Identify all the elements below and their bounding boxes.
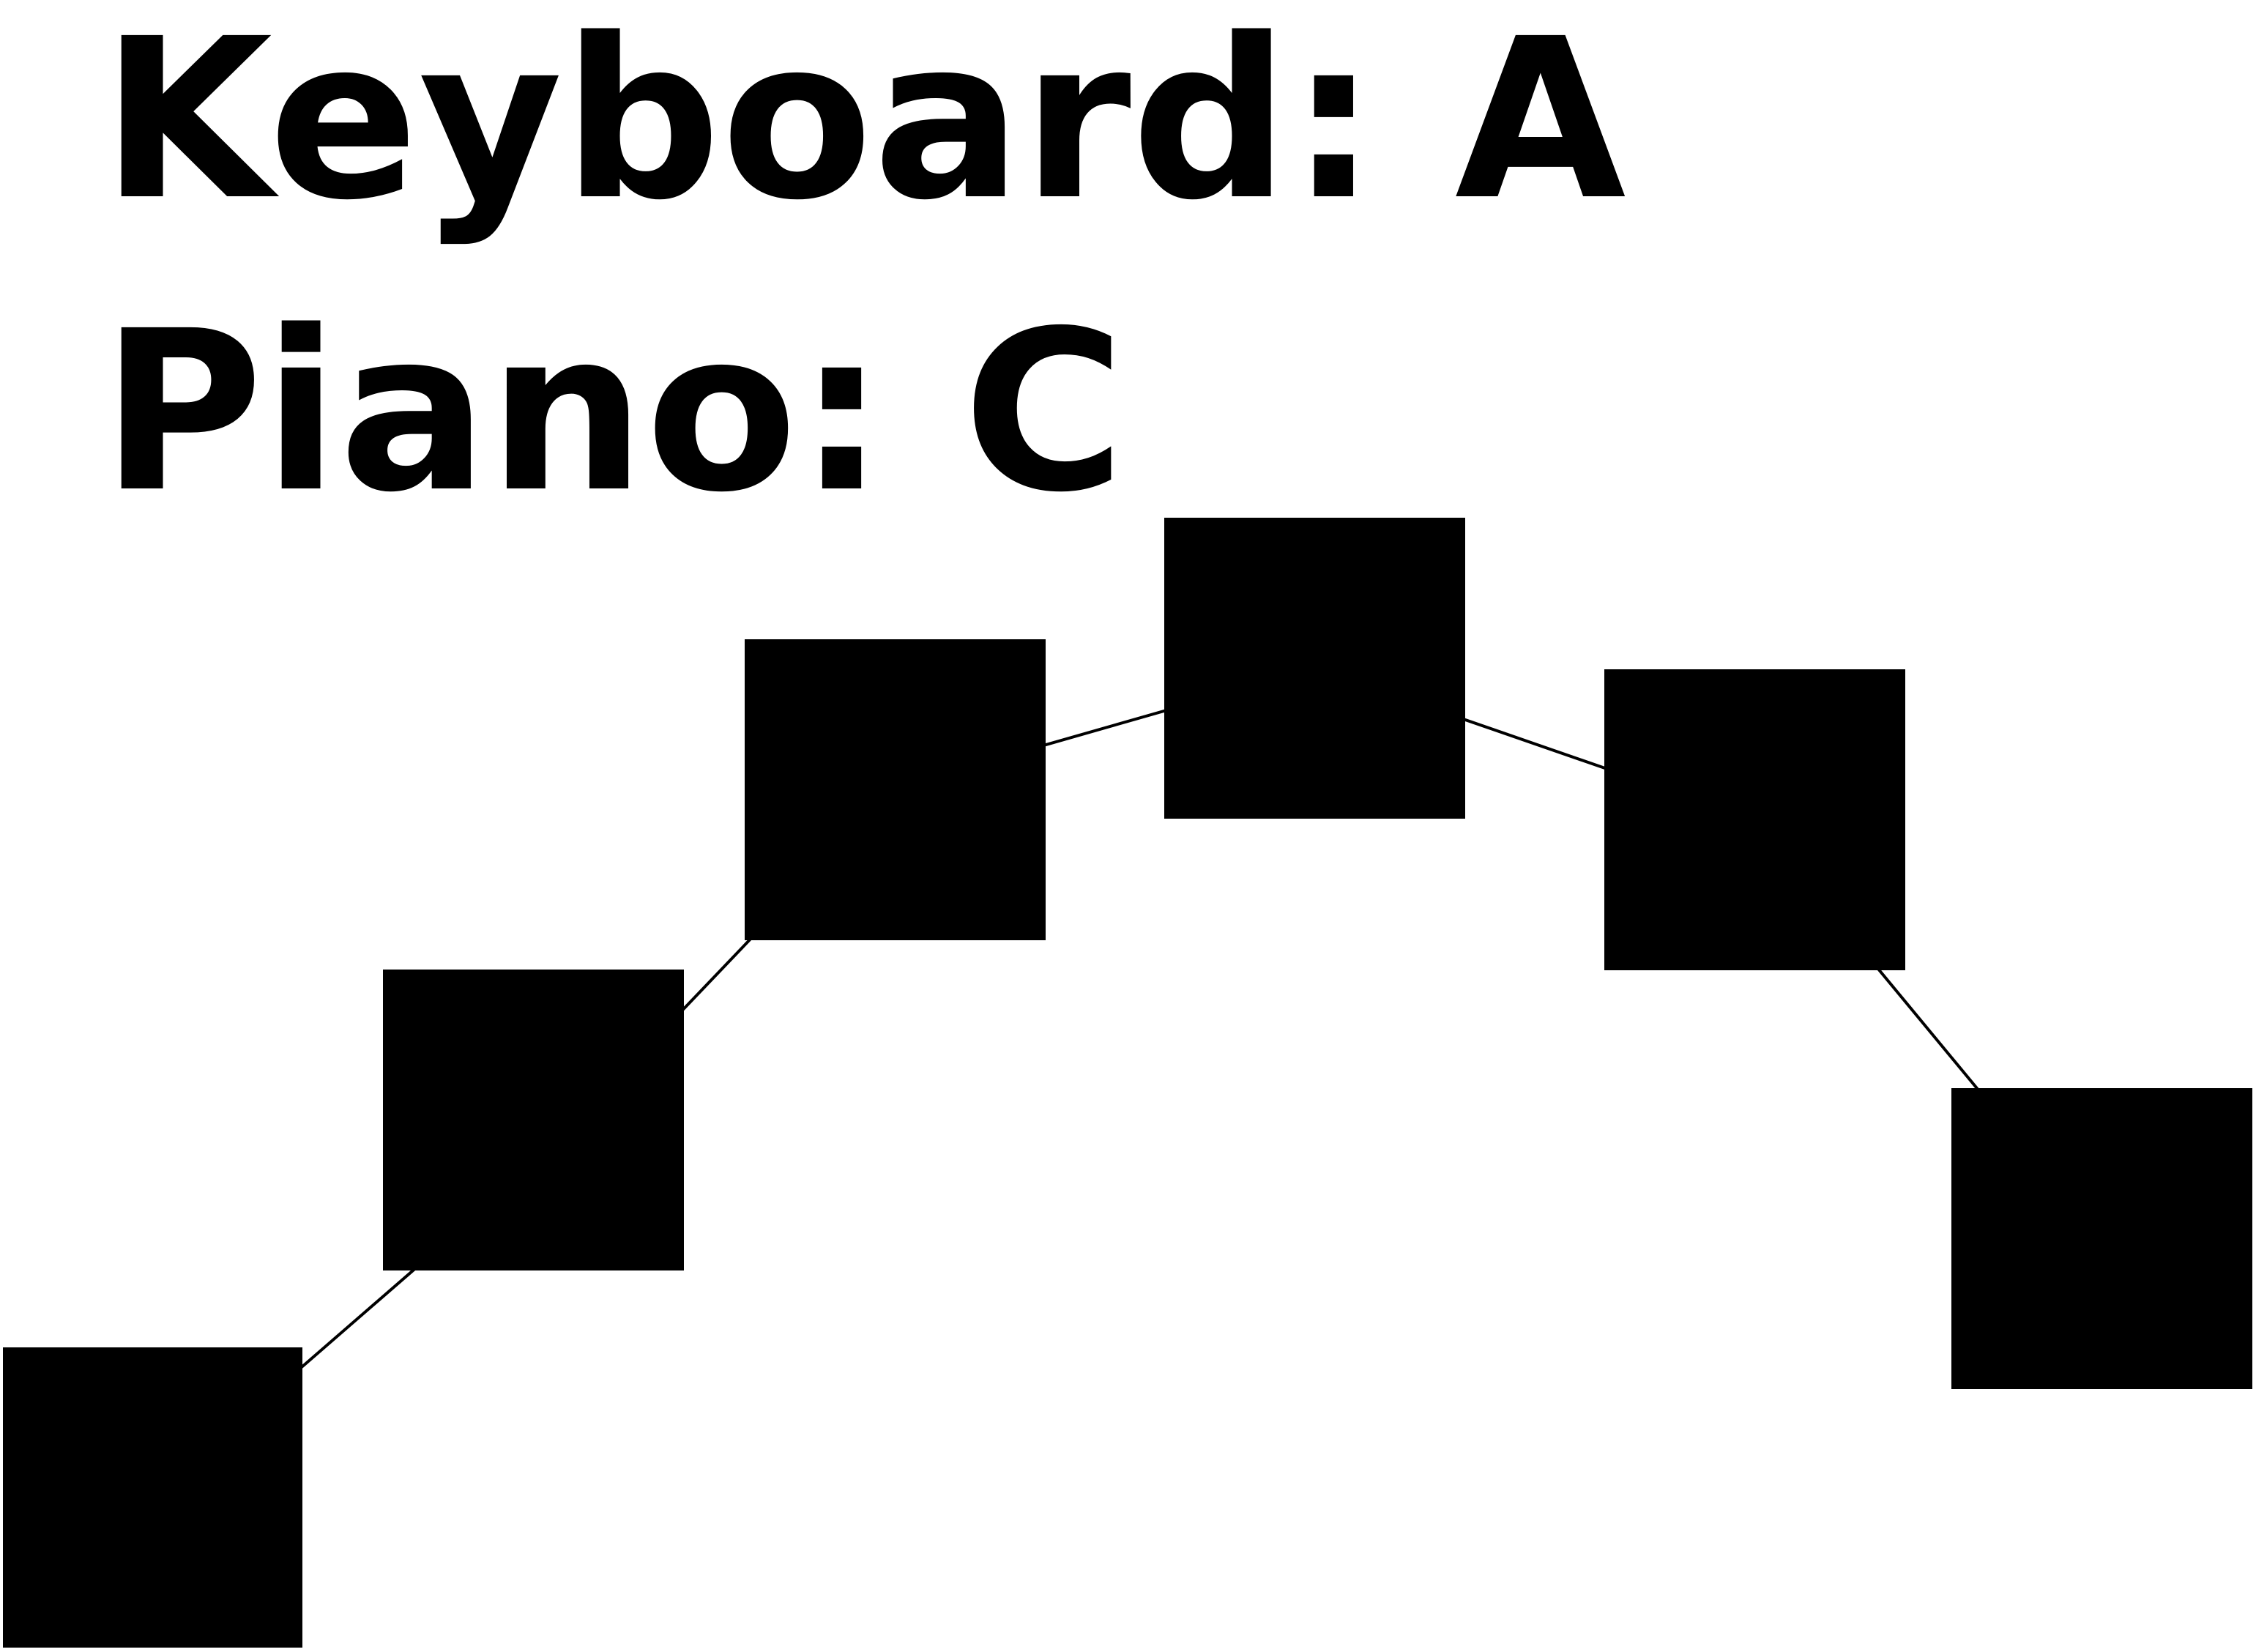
key-node bbox=[3, 1347, 302, 1648]
key-node bbox=[1951, 1088, 2252, 1389]
key-node bbox=[745, 639, 1046, 940]
piano-label: Piano: C bbox=[101, 284, 1125, 541]
key-nodes bbox=[3, 518, 2252, 1648]
key-node bbox=[1164, 518, 1465, 819]
keyboard-label: Keyboard: A bbox=[101, 0, 1626, 249]
key-node bbox=[1604, 669, 1905, 970]
key-node bbox=[383, 970, 684, 1270]
